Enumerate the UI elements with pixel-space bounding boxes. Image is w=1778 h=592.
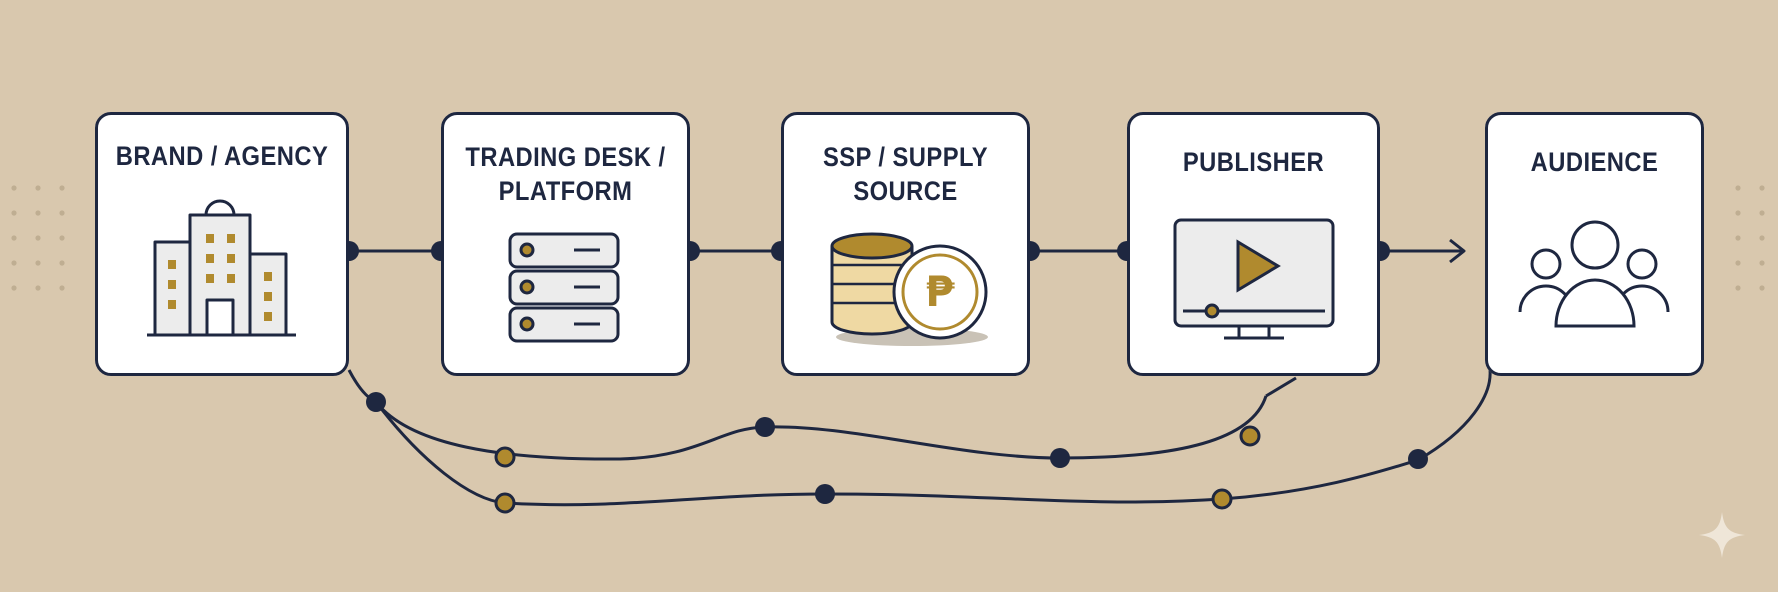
stage-title-line: SOURCE [853,176,958,206]
audience-group-icon [1518,220,1670,328]
dot-grid-right [1735,185,1765,291]
stage-title: PUBLISHER [1145,145,1362,179]
stage-title: AUDIENCE [1501,145,1688,179]
sparkle-icon [1699,512,1745,558]
video-monitor-icon [1173,218,1335,340]
stage-title-line: SSP / SUPPLY [822,142,989,172]
peso-symbol: ₱ [925,267,955,316]
return-flow-nodes [366,392,1428,514]
stage-title-line: PUBLISHER [1182,147,1325,177]
stage-title-line: TRADING DESK / [465,142,666,172]
building-windows [168,234,272,321]
stage-title-line: PLATFORM [498,176,633,206]
dot-grid-left [11,185,65,291]
stage-box-brand-agency: BRAND / AGENCY [95,112,349,376]
stage-box-ssp-supply: SSP / SUPPLY SOURCE [781,112,1030,376]
stage-box-publisher: PUBLISHER [1127,112,1380,376]
return-flow-curves [347,369,1492,507]
flow-connectors [349,238,1466,264]
stage-title-line: AUDIENCE [1530,147,1659,177]
coins-peso-icon: ₱ [830,232,988,346]
stage-title: BRAND / AGENCY [113,139,331,173]
stage-box-trading-desk: TRADING DESK / PLATFORM [441,112,690,376]
stage-box-audience: AUDIENCE [1485,112,1704,376]
stage-title-line: BRAND / AGENCY [115,141,329,171]
stage-title: SSP / SUPPLY SOURCE [799,140,1013,208]
server-stack-icon [508,232,620,343]
stage-title: TRADING DESK / PLATFORM [459,140,673,208]
